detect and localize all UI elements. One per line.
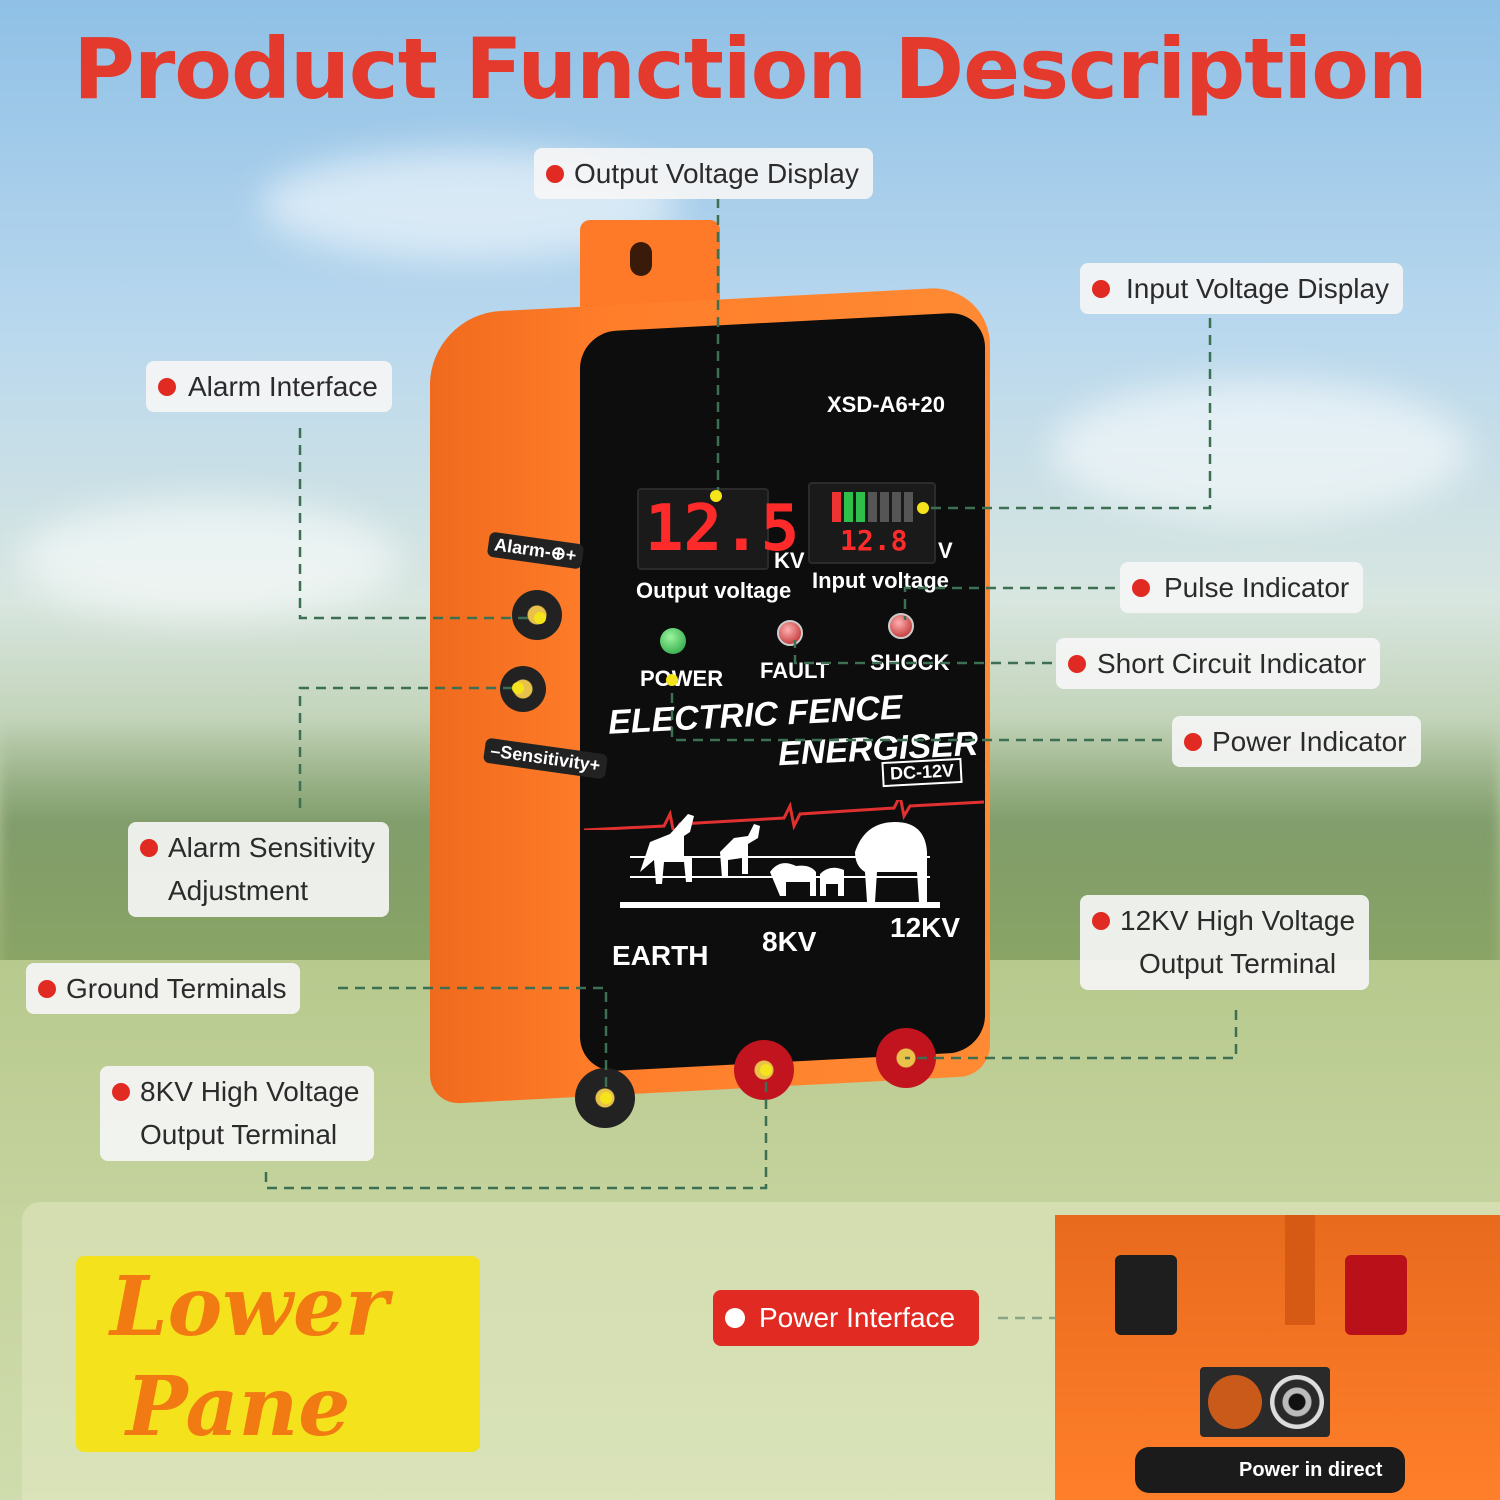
dc-rating: DC-12V <box>881 757 963 788</box>
label-output-voltage-display: Output Voltage Display <box>534 148 873 200</box>
label-alarm-sensitivity: Alarm Sensitivity Adjustment <box>128 822 389 917</box>
animals-silhouette <box>620 814 940 908</box>
ground-terminal <box>575 1068 635 1128</box>
bullet-dot <box>725 1308 745 1328</box>
label-8kv-terminal: 8KV High Voltage Output Terminal <box>100 1066 374 1161</box>
power-socket-housing <box>1200 1367 1330 1437</box>
8kv-terminal <box>734 1040 794 1100</box>
cloud <box>20 500 400 620</box>
fault-led <box>777 620 803 646</box>
fence-energiser-device <box>430 220 990 1150</box>
red-post <box>1345 1255 1407 1335</box>
shock-led-label: SHOCK <box>870 650 950 675</box>
page-title: Product Function Description <box>73 20 1427 118</box>
cloud <box>1050 380 1470 520</box>
output-voltage-display: 12.5 <box>637 488 799 570</box>
fault-led-label: FAULT <box>760 658 830 683</box>
12kv-terminal-label: 12KV <box>890 912 961 943</box>
power-led <box>660 628 686 654</box>
label-ground-terminals: Ground Terminals <box>26 963 301 1015</box>
blank-socket <box>1208 1375 1262 1429</box>
label-power-indicator: Power Indicator <box>1172 716 1421 768</box>
12kv-terminal <box>876 1028 936 1088</box>
input-voltage-display: 12.8 <box>808 482 936 564</box>
lower-pane-title-line1: Lower <box>110 1259 389 1355</box>
output-voltage-label: Output voltage <box>636 578 792 603</box>
lower-pane-title-line2: Pane <box>126 1359 351 1455</box>
power-interface-label: Power Interface <box>713 1290 979 1346</box>
bullet-dot <box>546 165 564 183</box>
power-plate-text: Power in direct <box>1239 1459 1383 1481</box>
input-unit: V <box>938 538 953 563</box>
power-led-label: POWER <box>640 666 724 691</box>
power-plate: Power in direct <box>1135 1447 1405 1493</box>
lower-pane-badge <box>76 1256 480 1452</box>
bullet-dot <box>158 378 176 396</box>
output-reading: 12.5 <box>645 492 800 566</box>
bullet-dot <box>38 980 56 998</box>
shock-led <box>888 613 914 639</box>
label-12kv-terminal: 12KV High Voltage Output Terminal <box>1080 895 1370 990</box>
bullet-dot <box>1132 579 1150 597</box>
bullet-dot <box>140 839 158 857</box>
bullet-dot <box>1092 912 1110 930</box>
label-alarm-interface: Alarm Interface <box>146 361 392 413</box>
output-unit: KV <box>774 548 805 573</box>
case-ridge <box>1285 1215 1315 1325</box>
model-number: XSD-A6+20 <box>827 392 946 417</box>
lower-panel-closeup: Power in direct <box>1055 1215 1500 1500</box>
label-short-circuit-indicator: Short Circuit Indicator <box>1056 638 1381 690</box>
earth-terminal-label: EARTH <box>612 940 709 971</box>
bullet-dot <box>1068 655 1086 673</box>
alarm-jack <box>512 590 562 640</box>
bullet-dot <box>1184 733 1202 751</box>
mounting-hole <box>630 242 652 276</box>
pulse-line <box>584 800 984 830</box>
8kv-terminal-label: 8KV <box>762 926 817 957</box>
label-pulse-indicator: Pulse Indicator <box>1120 562 1364 614</box>
black-post <box>1115 1255 1177 1335</box>
input-voltage-label: Input voltage <box>812 568 949 593</box>
sensitivity-knob <box>500 666 546 712</box>
dc-power-socket <box>1270 1375 1324 1429</box>
input-reading: 12.8 <box>840 524 908 557</box>
bullet-dot <box>1092 280 1110 298</box>
label-input-voltage-display: Input Voltage Display <box>1080 263 1404 315</box>
battery-bars <box>832 492 913 522</box>
bullet-dot <box>112 1083 130 1101</box>
